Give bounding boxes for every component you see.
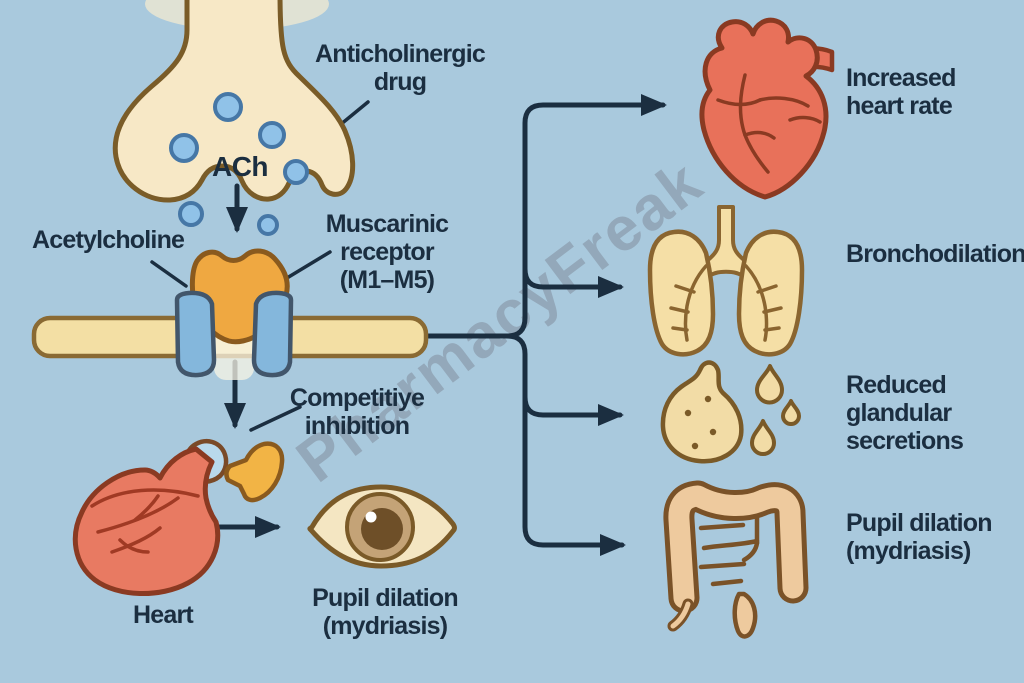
vesicle-icon: [169, 133, 199, 163]
muscarinic-receptor-label: Muscarinic receptor (M1–M5): [325, 210, 449, 294]
droplet-icon: [750, 419, 776, 456]
heart-icon: [699, 17, 835, 200]
rectum: [732, 591, 758, 639]
droplet-icon: [755, 364, 784, 405]
right-lung: [736, 229, 805, 357]
heart-organ-icon: [72, 439, 285, 597]
effect-label-bronchodilation: Bronchodilation: [846, 240, 1024, 268]
lungs-icon: [647, 205, 805, 357]
acetylcholine-label: Acetylcholine: [32, 226, 185, 254]
left-lung: [647, 229, 716, 357]
branch-gland-arrow: [522, 394, 624, 426]
heart-organ-funnel: [224, 441, 285, 503]
branch-lungs-arrow: [522, 266, 624, 298]
colon-fill: [668, 485, 804, 609]
branch-intestines-arrow: [425, 333, 626, 556]
effect-label-increased-heart-rate: Increased heart rate: [846, 64, 956, 120]
ach-label: ACh: [211, 151, 269, 182]
pupil-highlight: [365, 511, 377, 523]
ion-channel-left: [174, 290, 217, 378]
eye-icon: [307, 484, 457, 569]
vesicle-icon: [258, 121, 286, 149]
heart-organ-body: [72, 446, 221, 597]
muscarinic-pointer-line: [280, 250, 332, 283]
anticholinergic-drug-label: Anticholinergic drug: [315, 40, 486, 96]
vesicle-icon: [213, 92, 243, 122]
effect-label-reduced-secretions: Reduced glandular secretions: [846, 371, 964, 455]
ion-channels: [174, 290, 294, 378]
droplet-icon: [781, 399, 801, 426]
pupil-dilation-label: Pupil dilation (mydriasis): [312, 584, 459, 640]
branch-heart-arrow: [425, 94, 667, 339]
ach-vesicles: [169, 92, 309, 236]
vesicle-icon: [257, 214, 279, 236]
secretion-droplets: [750, 364, 801, 456]
appendix-fill: [670, 601, 691, 629]
gland-icon: [660, 360, 801, 464]
trachea: [695, 205, 757, 279]
vesicle-icon: [283, 159, 309, 185]
small-intestine-lines: [698, 515, 760, 587]
heart-label: Heart: [133, 601, 194, 629]
synapse-terminal-icon: [112, 0, 356, 236]
inhibition-pointer-line: [249, 405, 302, 432]
vesicle-icon: [178, 201, 204, 227]
effect-label-pupil-dilation: Pupil dilation (mydriasis): [846, 509, 993, 565]
intestines-icon: [663, 480, 809, 639]
acetylcholine-pointer-line: [150, 260, 188, 288]
competitive-inhibition-label: Competitiye inhibition: [289, 384, 425, 440]
ion-channel-right: [251, 290, 294, 378]
flow-lines: [215, 94, 667, 556]
